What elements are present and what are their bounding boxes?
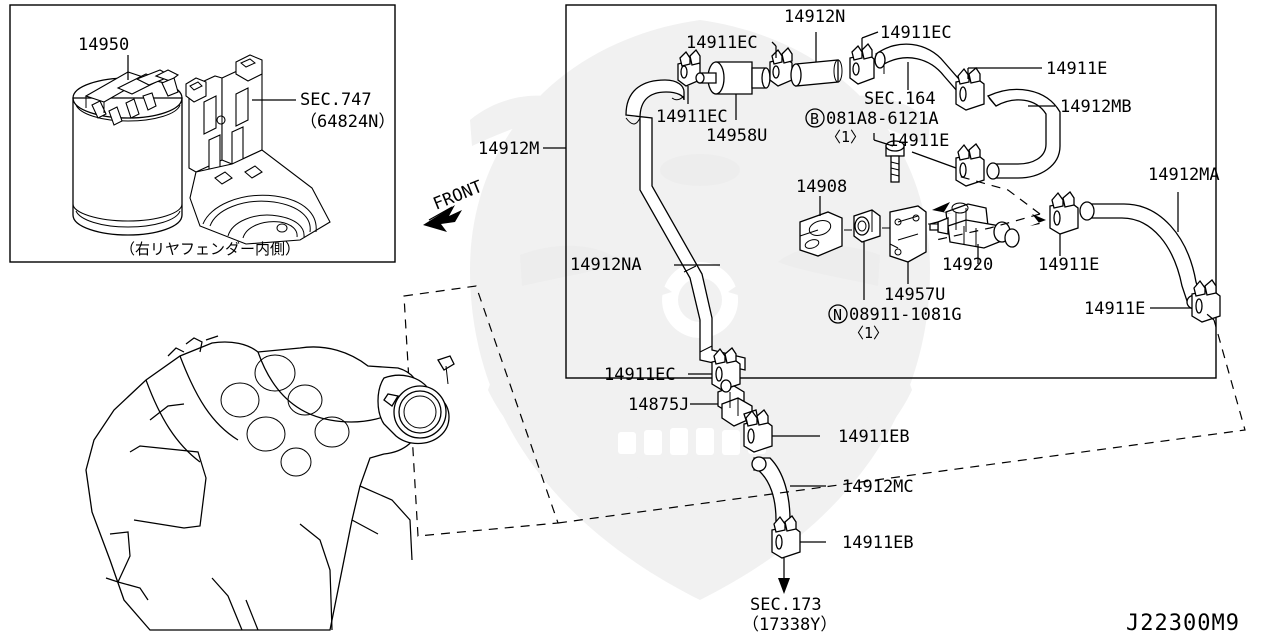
clamp-14911EB-upper	[743, 409, 773, 453]
label-14911E-mb: 14911E	[888, 131, 949, 151]
diagram-id: J22300M9	[1126, 611, 1240, 636]
label-bolt-qty: 〈1〉	[826, 128, 865, 146]
clamp-14911EC-bottom	[711, 347, 741, 391]
watermark-accent	[520, 154, 880, 286]
valve-14958U	[695, 61, 771, 95]
label-bolt-symbol: B	[810, 110, 819, 128]
label-14911EB-lower: 14911EB	[842, 533, 914, 553]
label-14912MB: 14912MB	[1060, 97, 1132, 117]
engine-detail-link-tip	[1201, 309, 1215, 321]
dash-arrow-1	[932, 202, 952, 214]
label-14911E-pv: 14911E	[1038, 255, 1099, 275]
bolt-callout-group: B 081A8-6121A 〈1〉	[805, 108, 939, 146]
label-14920: 14920	[942, 255, 993, 275]
label-14912MA: 14912MA	[1148, 165, 1220, 185]
label-nut-number: 08911-1081G	[849, 305, 962, 325]
grommet-14908	[799, 211, 843, 257]
label-sec173: SEC.173	[750, 595, 822, 615]
label-inset-caption: （右リヤフェンダー内側）	[120, 240, 300, 258]
label-64824N: （64824N）	[300, 112, 395, 132]
label-14950: 14950	[78, 35, 129, 55]
label-14912NA: 14912NA	[570, 255, 642, 275]
hose-14912MB	[986, 88, 1061, 180]
label-bolt-number: 081A8-6121A	[826, 109, 939, 129]
clamp-14911EB-lower	[771, 515, 801, 559]
clamp-14911E-pv	[1049, 191, 1079, 235]
label-sec747: SEC.747	[300, 90, 372, 110]
hose-14912N	[790, 59, 843, 87]
label-14911EC-bottom: 14911EC	[604, 365, 676, 385]
leader-14911E-mb	[911, 151, 957, 169]
engine-detail-link-right	[557, 319, 1246, 524]
label-14911EC-mid: 14911EC	[686, 33, 758, 53]
clamp-14911EC-right	[849, 42, 875, 85]
canister-illustration	[72, 69, 183, 236]
nut-08911-1081G	[853, 209, 881, 243]
label-nut-qty: 〈1〉	[849, 324, 888, 342]
nut-symbol-circle	[828, 304, 848, 324]
canister-bracket-illustration	[185, 54, 331, 245]
label-sec164: SEC.164	[864, 89, 936, 109]
hose-14912NA	[625, 79, 746, 371]
bolt-081A8-6121A	[885, 140, 905, 183]
hose-sec164	[874, 43, 974, 93]
label-14912MC: 14912MC	[842, 477, 914, 497]
label-front-arrow: FRONT	[430, 177, 485, 215]
leader-14911EC-right	[861, 31, 879, 39]
label-14908: 14908	[796, 177, 847, 197]
leader-bolt	[873, 139, 894, 147]
clamp-14911E-br	[1191, 279, 1221, 323]
bracket-14957U	[889, 205, 927, 263]
purge-valve-14920	[929, 202, 1020, 249]
label-14912N: 14912N	[784, 7, 845, 27]
label-nut-symbol: N	[833, 306, 842, 324]
label-14957U: 14957U	[884, 285, 945, 305]
purge-link-dash	[935, 213, 1041, 241]
label-14911E-ur: 14911E	[1046, 59, 1107, 79]
leader-14911EC-mid-b	[771, 41, 777, 47]
bolt-symbol-circle	[805, 108, 825, 128]
sec173-arrow	[778, 558, 790, 594]
label-14911EB-upper: 14911EB	[838, 427, 910, 447]
clamp-14911E-ur	[955, 67, 985, 111]
purge-link-dash-2	[957, 175, 1041, 215]
dash-arrow-2	[1030, 214, 1046, 226]
label-14912M: 14912M	[478, 139, 539, 159]
label-14911E-br: 14911E	[1084, 299, 1145, 319]
label-14911EC-upper: 14911EC	[656, 107, 728, 127]
label-14958U: 14958U	[706, 126, 767, 146]
label-14911EC-right: 14911EC	[880, 23, 952, 43]
canister-inset-box	[9, 4, 396, 263]
front-arrow	[423, 205, 462, 232]
detail-panel-box	[565, 4, 1217, 379]
label-14875J: 14875J	[628, 395, 689, 415]
label-17338Y: （17338Y）	[742, 615, 837, 635]
engine-illustration	[85, 335, 455, 631]
nut-callout-group: N 08911-1081G 〈1〉	[828, 304, 962, 342]
